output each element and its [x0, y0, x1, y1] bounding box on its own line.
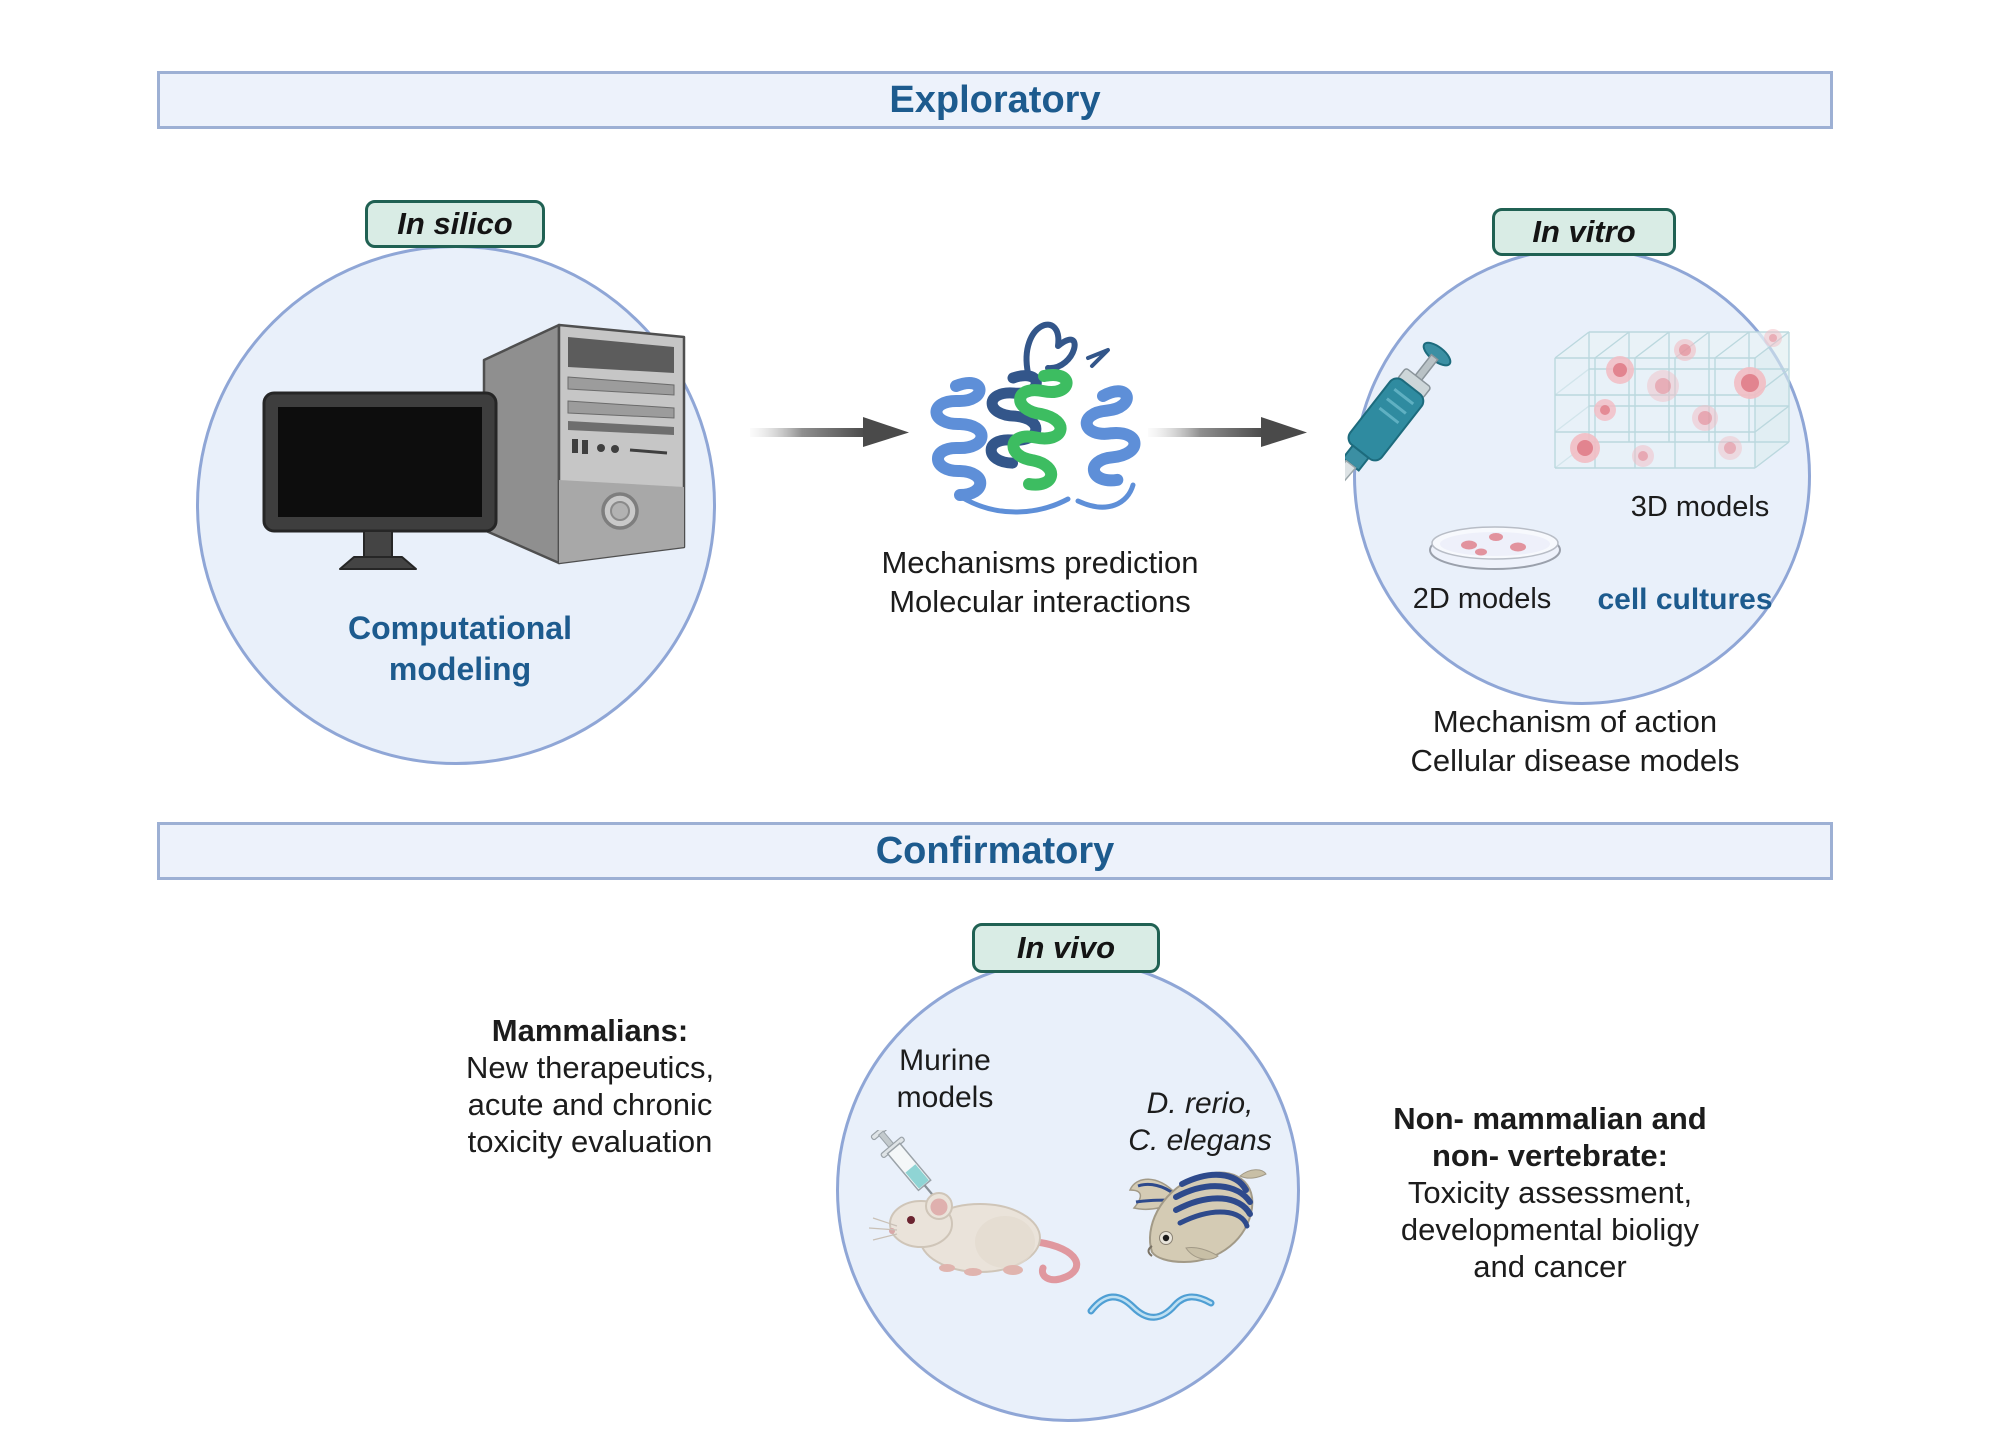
pipette-icon: [1345, 341, 1561, 570]
arrow-icon: [1148, 417, 1307, 447]
caption-line: Mechanism of action: [1432, 704, 1718, 739]
in-vitro-circle: [1353, 247, 1811, 705]
banner-exploratory: Exploratory: [157, 71, 1833, 129]
caption-line: Cellular disease models: [1410, 743, 1740, 778]
protein-structure-icon: [930, 321, 1141, 515]
species-label: D. rerio, C. elegans: [1090, 1085, 1310, 1159]
in-vitro-caption: Mechanism of action Cellular disease mod…: [1375, 702, 1775, 780]
text-line: models: [896, 1081, 994, 1114]
text-line: D. rerio,: [1146, 1087, 1254, 1120]
mouse-icon: [868, 1130, 1081, 1284]
label-3d-models: 3D models: [1630, 491, 1770, 523]
text-line: C. elegans: [1128, 1124, 1272, 1157]
in-vitro-tag: In vitro: [1492, 208, 1676, 256]
mechanisms-caption: Mechanisms prediction Molecular interact…: [835, 543, 1245, 621]
banner-confirmatory: Confirmatory: [157, 822, 1833, 880]
non-mammalian-heading: non- vertebrate:: [1432, 1138, 1668, 1173]
text-line: and cancer: [1473, 1249, 1627, 1284]
in-silico-tag: In silico: [365, 200, 545, 248]
caption-line: Mechanisms prediction: [881, 545, 1199, 580]
cells-cluster: [1570, 329, 1782, 467]
cell-grid-3d-icon: [1554, 329, 1790, 469]
text-line: Murine: [899, 1044, 991, 1077]
mammalians-heading: Mammalians:: [491, 1013, 689, 1048]
mammalians-text: Mammalians: New therapeutics, acute and …: [430, 1012, 750, 1160]
text-line: acute and chronic: [467, 1087, 713, 1122]
zebrafish-icon: [1128, 1169, 1267, 1264]
arrow-icon: [750, 417, 909, 447]
caption-line: Molecular interactions: [889, 584, 1191, 619]
text-line: toxicity evaluation: [467, 1124, 713, 1159]
text-line: New therapeutics,: [465, 1050, 715, 1085]
murine-models-label: Murine models: [845, 1042, 1045, 1116]
caption-line: modeling: [388, 651, 532, 687]
label-2d-models: 2D models: [1412, 583, 1552, 615]
non-mammalian-heading: Non- mammalian and: [1393, 1101, 1707, 1136]
text-line: developmental bioligy: [1400, 1212, 1700, 1247]
caption-line: Computational: [348, 610, 572, 646]
in-vivo-tag: In vivo: [972, 923, 1160, 973]
non-mammalian-text: Non- mammalian and non- vertebrate: Toxi…: [1360, 1100, 1740, 1285]
label-cell-cultures: cell cultures: [1597, 583, 1773, 616]
petri-dish-icon: [1429, 526, 1561, 570]
desktop-computer-icon: [262, 323, 686, 570]
worm-icon: [1087, 1293, 1215, 1321]
mouse-tail: [1033, 1238, 1081, 1284]
computational-modeling-caption: Computational modeling: [310, 608, 610, 690]
text-line: Toxicity assessment,: [1407, 1175, 1693, 1210]
